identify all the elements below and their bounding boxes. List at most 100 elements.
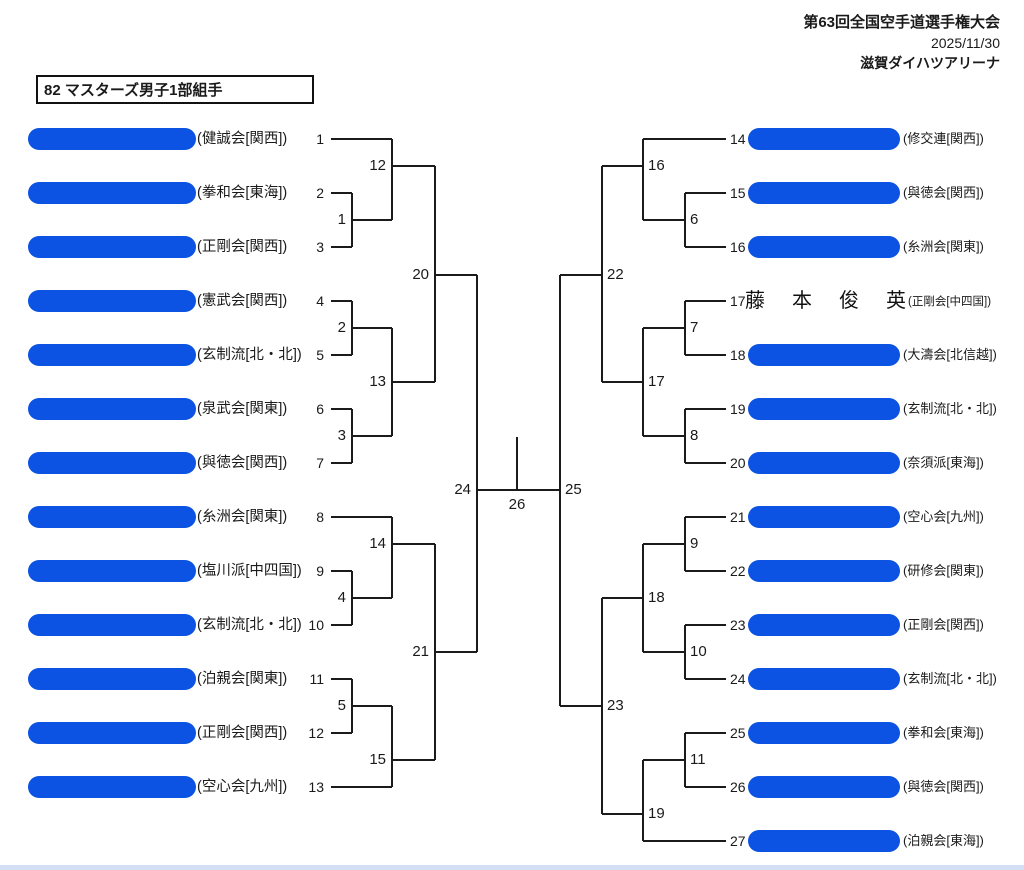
match-15-connector (391, 706, 435, 787)
entry-affiliation: (正剛会[中四国]) (908, 296, 992, 308)
match-11-connector (643, 733, 686, 787)
redacted-name-bar (748, 830, 900, 852)
match-16-connector (602, 139, 644, 220)
match-number: 5 (337, 697, 346, 714)
match-10-connector (643, 625, 686, 679)
entry-affiliation: (泊親会[東海]) (903, 833, 984, 848)
redacted-name-bar (748, 776, 900, 798)
match-number: 23 (607, 697, 624, 714)
entry-seed-number: 23 (730, 617, 746, 633)
match-number: 9 (690, 535, 699, 552)
match-13-connector (391, 328, 435, 436)
entry-seed-number: 22 (730, 563, 746, 579)
entry-seed-number: 26 (730, 779, 746, 795)
entry-seed-number: 15 (730, 185, 746, 201)
redacted-name-bar (748, 236, 900, 258)
entry-affiliation: (正剛会[関西]) (903, 617, 984, 632)
entry-seed-number: 9 (316, 563, 324, 579)
entry-affiliation: (拳和会[東海]) (903, 725, 984, 740)
entry-affiliation: (空心会[九州]) (903, 509, 984, 524)
match-25-connector (517, 275, 561, 706)
entry-affiliation: (與徳会[関西]) (903, 779, 984, 794)
tournament-date: 2025/11/30 (930, 35, 1000, 51)
match-2-connector (351, 301, 392, 355)
entry-seed-number: 2 (316, 185, 324, 201)
redacted-name-bar (748, 452, 900, 474)
match-8-connector (643, 409, 686, 463)
redacted-name-bar (28, 776, 196, 798)
match-number: 4 (337, 589, 346, 606)
entry-affiliation: (拳和会[東海]) (197, 185, 288, 201)
redacted-name-bar (28, 452, 196, 474)
match-number: 12 (369, 157, 386, 174)
match-number: 8 (690, 427, 699, 444)
entry-affiliation: (玄制流[北・北]) (903, 671, 997, 686)
entry-seed-number: 20 (730, 455, 746, 471)
match-21-connector (434, 544, 477, 760)
entry-affiliation: (玄制流[北・北]) (197, 617, 302, 633)
entry-affiliation: (糸洲会[関東]) (903, 239, 984, 254)
match-number: 22 (607, 266, 624, 283)
match-number: 24 (454, 481, 471, 498)
match-7-connector (643, 301, 686, 355)
redacted-name-bar (748, 668, 900, 690)
entry-seed-number: 6 (316, 401, 324, 417)
match-number: 21 (412, 643, 429, 660)
entry-seed-number: 12 (308, 725, 324, 741)
redacted-name-bar (28, 236, 196, 258)
redacted-name-bar (748, 722, 900, 744)
match-5-connector (351, 679, 392, 733)
match-number: 7 (690, 319, 699, 336)
entry-seed-number: 24 (730, 671, 746, 687)
entry-affiliation: (正剛会[関西]) (197, 725, 288, 741)
entry-affiliation: (正剛会[関西]) (197, 239, 288, 255)
entry-affiliation: (修交連[関西]) (903, 131, 984, 146)
match-6-connector (643, 193, 686, 247)
tournament-venue: 滋賀ダイハツアリーナ (860, 55, 1000, 71)
entry-seed-number: 1 (316, 131, 324, 147)
entry-seed-number: 13 (308, 779, 324, 795)
match-9-connector (643, 517, 686, 571)
match-number: 13 (369, 373, 386, 390)
entry-affiliation: (糸洲会[関東]) (197, 509, 288, 525)
match-number: 15 (369, 751, 386, 768)
redacted-name-bar (748, 398, 900, 420)
entry-seed-number: 10 (308, 617, 324, 633)
redacted-name-bar (28, 506, 196, 528)
redacted-name-bar (28, 560, 196, 582)
match-number: 18 (648, 589, 665, 606)
match-number: 14 (369, 535, 386, 552)
match-number: 6 (690, 211, 699, 228)
entry-seed-number: 25 (730, 725, 746, 741)
entry-player-name: 藤本俊英 (745, 290, 933, 312)
entry-seed-number: 21 (730, 509, 746, 525)
sheet-header: 第63回全国空手道選手権大会 2025/11/30 滋賀ダイハツアリーナ (803, 13, 1000, 73)
redacted-name-bar (748, 614, 900, 636)
final-match-number: 26 (508, 496, 526, 513)
match-number: 11 (690, 751, 706, 768)
entry-affiliation: (健誠会[関西]) (197, 131, 288, 147)
match-3-connector (351, 409, 392, 463)
redacted-name-bar (28, 128, 196, 150)
match-19-connector (602, 760, 644, 841)
match-number: 3 (337, 427, 346, 444)
tournament-title: 第63回全国空手道選手権大会 (803, 14, 1000, 31)
match-12-connector (391, 139, 435, 220)
category-title-box: 82 マスターズ男子1部組手 (36, 75, 314, 104)
entry-affiliation: (研修会[関東]) (903, 563, 984, 578)
entry-affiliation: (玄制流[北・北]) (903, 401, 997, 416)
entry-seed-number: 17 (730, 293, 746, 309)
redacted-name-bar (748, 344, 900, 366)
redacted-name-bar (748, 560, 900, 582)
match-number: 10 (690, 643, 707, 660)
redacted-name-bar (748, 506, 900, 528)
redacted-name-bar (28, 182, 196, 204)
match-number: 16 (648, 157, 665, 174)
match-number: 2 (337, 319, 346, 336)
redacted-name-bar (28, 398, 196, 420)
entry-affiliation: (泊親会[関東]) (197, 671, 288, 687)
entry-seed-number: 27 (730, 833, 746, 849)
